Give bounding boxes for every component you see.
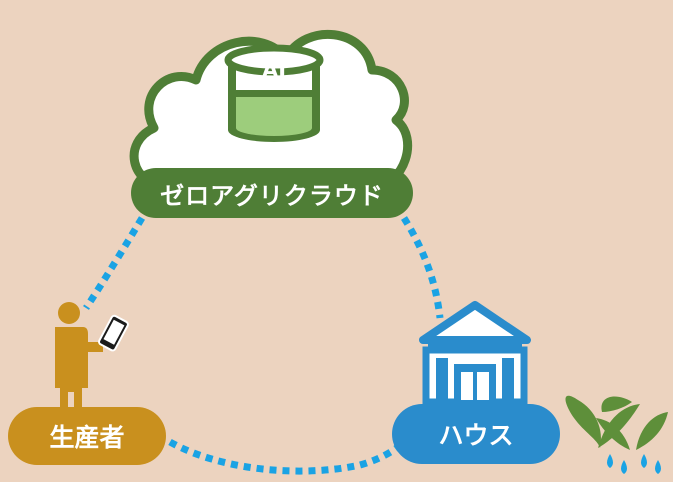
link-cloud-to-house [401, 216, 444, 319]
ai-label: AI [261, 58, 287, 82]
connection-loop [83, 216, 444, 475]
cloud-label: ゼロアグリクラウド [131, 168, 413, 218]
database-icon [224, 44, 324, 142]
link-producer-to-house [168, 432, 413, 475]
greenhouse-icon [419, 301, 531, 406]
smartphone-icon [98, 314, 129, 352]
person-icon [55, 302, 103, 418]
water-drop-icon [607, 454, 661, 474]
house-label: ハウス [392, 404, 560, 464]
producer-label: 生産者 [8, 407, 166, 465]
plant-icon [565, 395, 668, 450]
link-cloud-to-producer [83, 216, 146, 310]
